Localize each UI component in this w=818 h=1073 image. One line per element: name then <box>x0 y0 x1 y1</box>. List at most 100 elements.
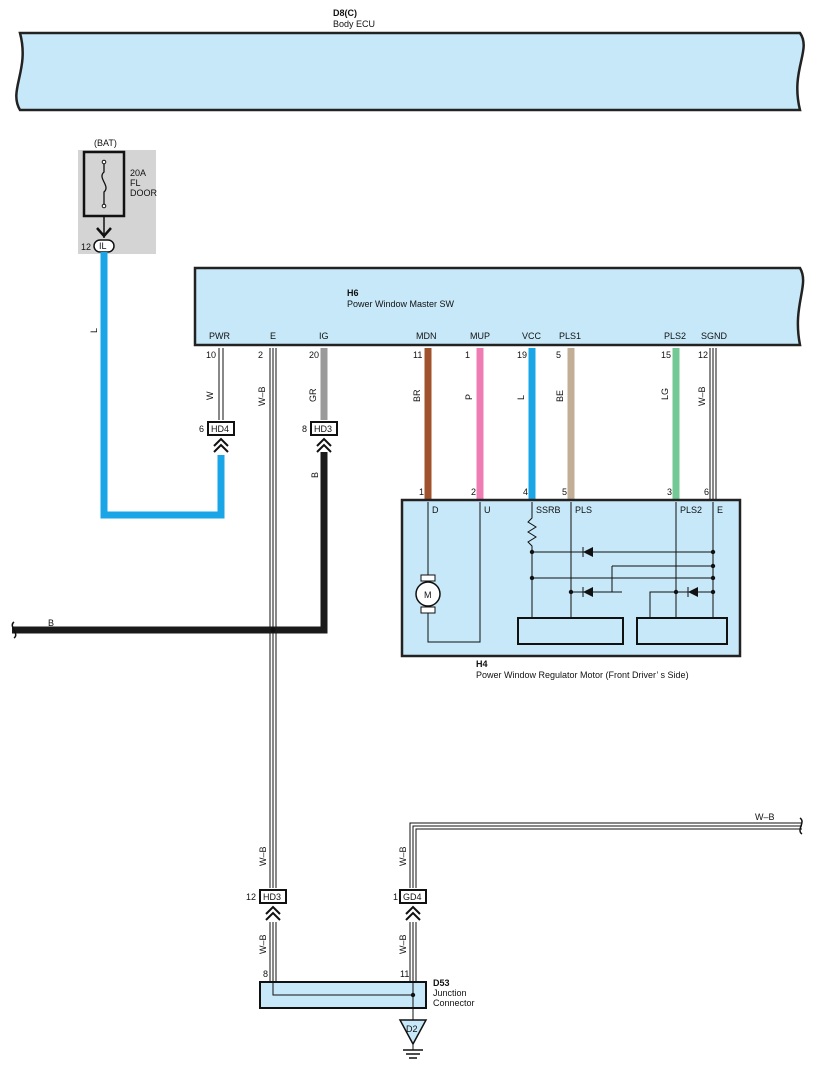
connector-gd4: GD4 1 <box>393 889 427 921</box>
hd4-chevron-icon <box>213 437 229 453</box>
motor-h4: H4 Power Window Regulator Motor (Front D… <box>400 487 742 680</box>
wire-l-fuse <box>100 252 225 519</box>
motor-pin-label: SSRB <box>536 505 561 515</box>
sw-pin-number: 11 <box>413 350 422 360</box>
ground-name: D2 <box>406 1024 418 1034</box>
hd3-bottom-label: HD3 <box>263 892 281 902</box>
sw-pin-number: 12 <box>698 350 708 360</box>
sw-pin-label: PLS1 <box>559 331 581 341</box>
connector-il-label: IL <box>99 241 107 251</box>
wire-right-upper-label: W–B <box>398 846 408 866</box>
body-ecu-name: Body ECU <box>333 19 375 29</box>
splice-dot <box>270 627 276 633</box>
junction-name-line1: Junction <box>433 988 467 998</box>
hd3-top-label: HD3 <box>314 424 332 434</box>
gd4-label: GD4 <box>403 892 422 902</box>
fuse-source: (BAT) <box>94 138 117 148</box>
hd3-bottom-pin: 12 <box>246 892 256 902</box>
bus-break-icon <box>11 621 17 639</box>
wire-wb-right <box>409 822 802 888</box>
ic-block <box>517 617 624 645</box>
sw-pin-number: 2 <box>258 350 263 360</box>
sw-wire-color-label: L <box>516 395 526 400</box>
sw-pin-number: 15 <box>661 350 671 360</box>
motor-name: Power Window Regulator Motor (Front Driv… <box>476 670 689 680</box>
sw-pin-label: MUP <box>470 331 490 341</box>
body-ecu: D8(C) Body ECU <box>15 8 805 112</box>
motor-symbol: M <box>424 590 432 600</box>
junction-name-line2: Connector <box>433 998 475 1008</box>
gd4-chevron-icon <box>405 905 421 921</box>
fuse-chevron-icon <box>96 227 112 238</box>
hd3-bottom-chevron-icon <box>265 905 281 921</box>
wire-left-upper-label: W–B <box>258 846 268 866</box>
sw-pin-label: E <box>270 331 276 341</box>
fuse-pin: 12 <box>81 242 91 252</box>
sw-wire-color-label: W–B <box>257 386 267 406</box>
wire-b-label: B <box>310 472 320 478</box>
hd3-top-pin: 8 <box>302 424 307 434</box>
ic-block <box>636 617 728 645</box>
sw-pin-number: 20 <box>309 350 319 360</box>
motor-pin-number: 4 <box>523 487 528 497</box>
fuse-rating: 20A <box>130 168 146 178</box>
ground-triangle <box>398 1019 428 1046</box>
fuse-terminal-icon <box>101 203 107 209</box>
body-ecu-code: D8(C) <box>333 8 357 18</box>
sw-pin-number: 1 <box>465 350 470 360</box>
sw-wire-color-label: W <box>205 391 215 400</box>
fuse-name-line2: DOOR <box>130 188 158 198</box>
motor-pin-number: 2 <box>471 487 476 497</box>
sw-pin-label: MDN <box>416 331 437 341</box>
sw-pin-label: PLS2 <box>664 331 686 341</box>
motor-pin-label: PLS <box>575 505 592 515</box>
master-sw-code: H6 <box>347 288 359 298</box>
hd4-pin: 6 <box>199 424 204 434</box>
sw-pin-label: VCC <box>522 331 542 341</box>
motor-internal-circuit <box>427 502 714 643</box>
fuse-icon <box>101 162 107 206</box>
motor-pin-number: 3 <box>667 487 672 497</box>
fuse-block: (BAT) 20A FL DOOR IL 12 <box>78 138 158 254</box>
motor-pin-label: PLS2 <box>680 505 702 515</box>
diode-icon <box>583 547 593 557</box>
junction-code: D53 <box>433 978 450 988</box>
fuse-name-line1: FL <box>130 178 141 188</box>
motor-code: H4 <box>476 659 488 669</box>
sw-wire-color-label: GR <box>308 388 318 402</box>
sw-wire-color-label: W–B <box>697 386 707 406</box>
fuse-terminal-icon <box>101 159 107 165</box>
hd4-label: HD4 <box>211 424 229 434</box>
ground-bus-label: B <box>48 618 54 628</box>
sw-pin-number: 19 <box>517 350 527 360</box>
diode-icon <box>583 587 593 597</box>
junction-pin-right: 11 <box>400 969 409 979</box>
master-sw-pin-labels: PWR10E2IG20MDN11MUP1VCC19PLS15PLS215SGND… <box>206 331 728 360</box>
wire-b-ground-bus <box>12 452 328 634</box>
connector-hd3-bottom: HD3 12 <box>246 889 287 921</box>
sw-pin-label: PWR <box>209 331 230 341</box>
sw-pin-number: 5 <box>556 350 561 360</box>
motor-pin-number: 5 <box>562 487 567 497</box>
master-sw-box <box>193 266 805 347</box>
wire-right-lower-label: W–B <box>398 934 408 954</box>
fuse-background <box>78 150 156 254</box>
junction-pin-left: 8 <box>263 969 268 979</box>
junction-d53: 8 11 D53 Junction Connector <box>259 969 475 1020</box>
connector-hd4: HD4 6 <box>199 421 235 453</box>
motor-junction-dots <box>529 549 716 595</box>
gd4-pin: 1 <box>393 892 398 902</box>
motor-icon <box>415 581 441 607</box>
ground-d2: D2 <box>398 1019 428 1059</box>
wire-right-exit-label: W–B <box>755 812 775 822</box>
sw-pin-number: 10 <box>206 350 216 360</box>
sw-wire-color-label: LG <box>660 388 670 400</box>
master-sw-name: Power Window Master SW <box>347 299 455 309</box>
wire-l-fuse-label: L <box>89 328 99 333</box>
motor-pin-label: D <box>432 505 439 515</box>
wire-break-icon <box>799 817 803 835</box>
sw-wire-color-label: BR <box>412 389 422 402</box>
